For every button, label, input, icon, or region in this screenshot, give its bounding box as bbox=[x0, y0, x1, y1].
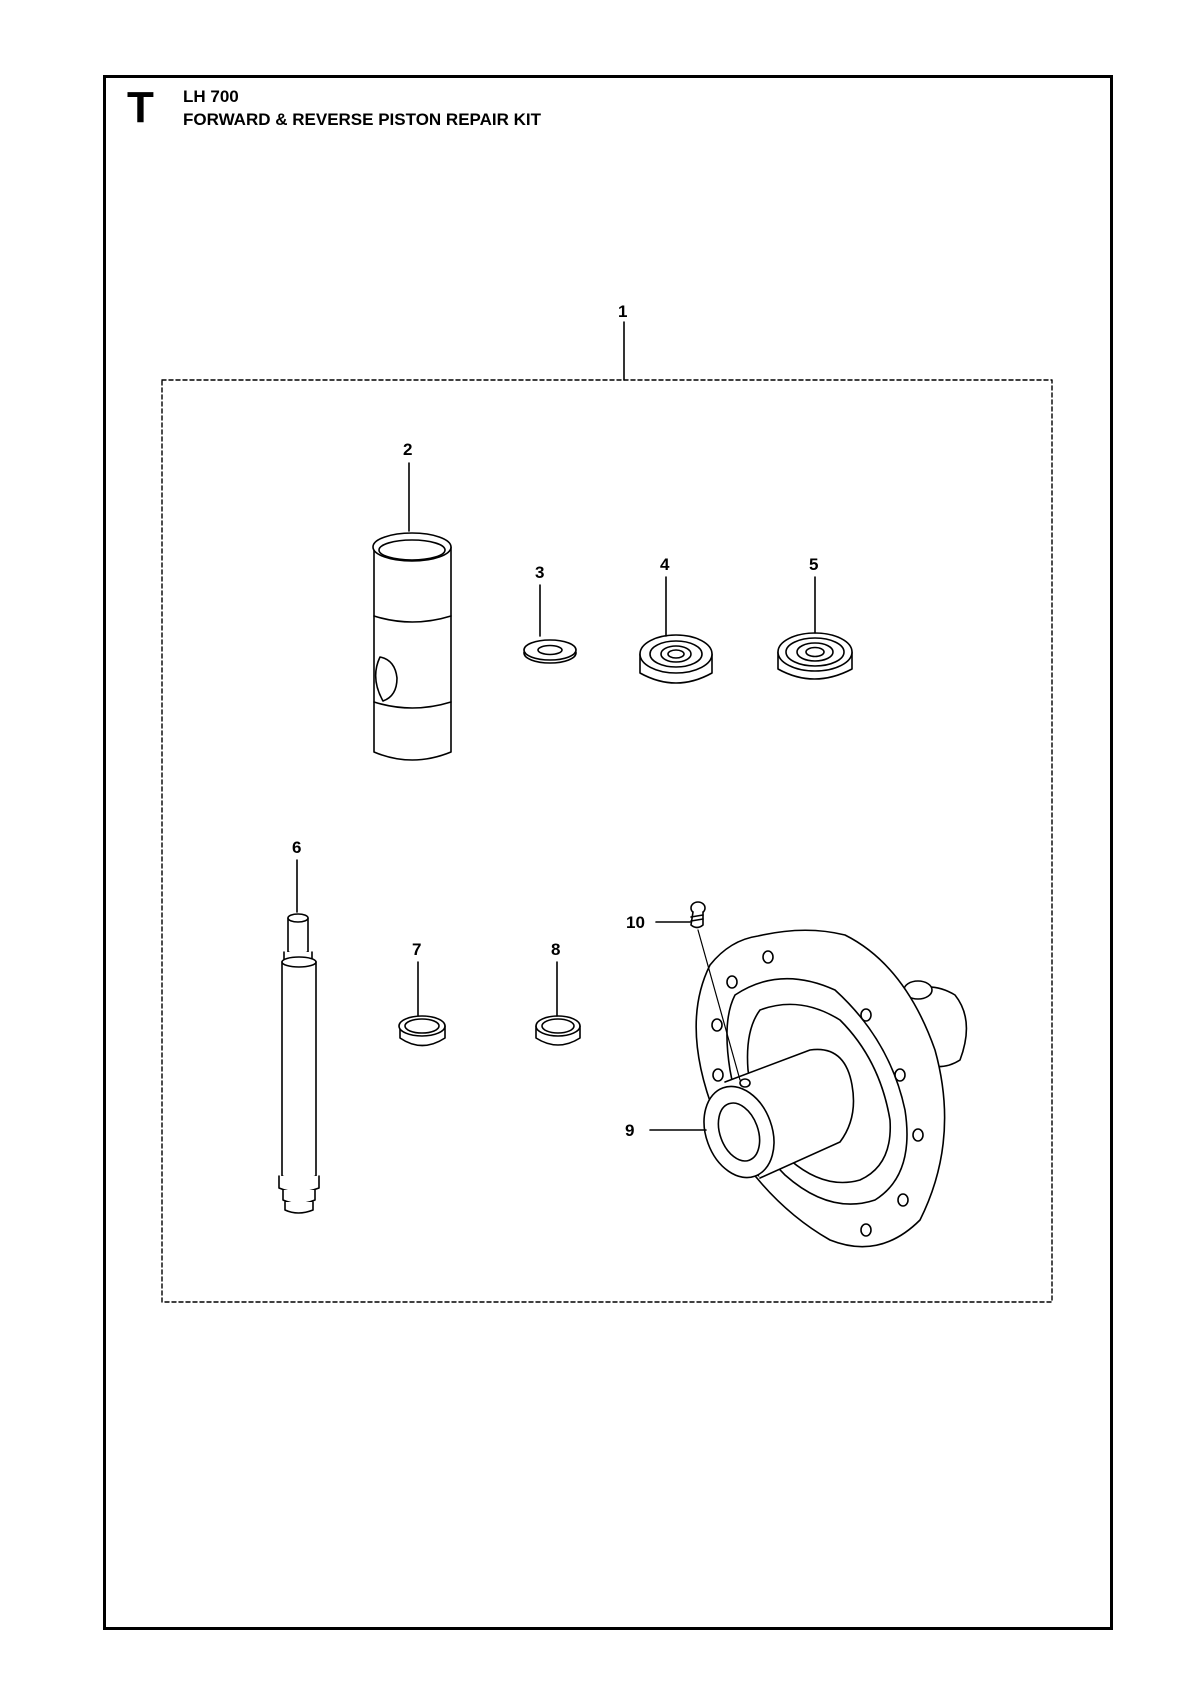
callout-3-label: 3 bbox=[535, 563, 544, 582]
callout-7[interactable]: 7 bbox=[412, 940, 421, 1017]
callout-4[interactable]: 4 bbox=[660, 555, 670, 637]
callout-6[interactable]: 6 bbox=[292, 838, 301, 913]
callout-9[interactable]: 9 bbox=[625, 1121, 707, 1140]
callout-2-label: 2 bbox=[403, 440, 412, 459]
callout-3[interactable]: 3 bbox=[535, 563, 544, 637]
part-2-piston-sleeve[interactable] bbox=[372, 532, 452, 761]
callout-10-label: 10 bbox=[626, 913, 645, 932]
callout-8-label: 8 bbox=[551, 940, 560, 959]
model-name: LH 700 bbox=[183, 87, 239, 106]
section-letter: T bbox=[127, 83, 154, 132]
part-6-piston-shaft[interactable] bbox=[278, 913, 320, 1214]
page-frame bbox=[103, 75, 1113, 1630]
callout-10[interactable]: 10 bbox=[626, 913, 691, 932]
part-4-bearing[interactable] bbox=[639, 634, 713, 684]
callout-2[interactable]: 2 bbox=[403, 440, 412, 532]
callout-4-label: 4 bbox=[660, 555, 670, 574]
part-8-seal-ring[interactable] bbox=[535, 1015, 581, 1046]
callout-1[interactable]: 1 bbox=[618, 302, 627, 381]
part-5-bearing[interactable] bbox=[777, 632, 853, 680]
part-7-seal-ring[interactable] bbox=[398, 1015, 446, 1047]
callout-1-label: 1 bbox=[618, 302, 627, 321]
callout-9-label: 9 bbox=[625, 1121, 634, 1140]
callout-8[interactable]: 8 bbox=[551, 940, 560, 1017]
part-3-washer[interactable] bbox=[523, 639, 577, 664]
callout-6-label: 6 bbox=[292, 838, 301, 857]
callout-5-label: 5 bbox=[809, 555, 818, 574]
part-10-screw[interactable] bbox=[690, 901, 741, 1081]
callout-7-label: 7 bbox=[412, 940, 421, 959]
kit-boundary bbox=[161, 379, 1053, 1303]
part-9-end-cap-housing[interactable] bbox=[692, 929, 968, 1248]
callout-5[interactable]: 5 bbox=[809, 555, 818, 634]
page-title: FORWARD & REVERSE PISTON REPAIR KIT bbox=[183, 110, 541, 129]
